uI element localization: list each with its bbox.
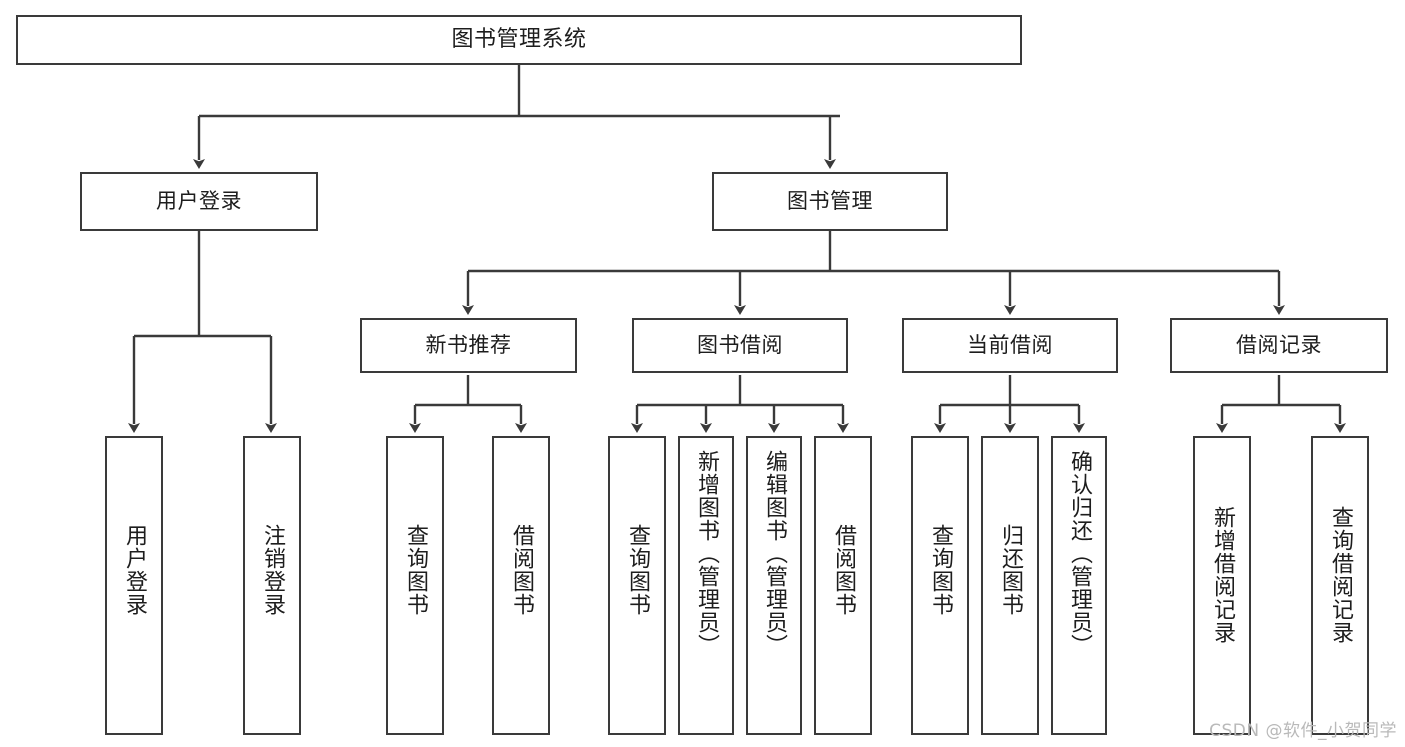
leaf-borrow-book-bb-label: 借阅图书	[830, 524, 856, 616]
node-new-book-recommend[interactable]: 新书推荐	[360, 318, 577, 373]
node-book-borrow[interactable]: 图书借阅	[632, 318, 848, 373]
leaf-logout-label: 注销登录	[259, 524, 285, 616]
leaf-edit-book-admin-label: 编辑图书（管理员）	[761, 450, 787, 657]
leaf-confirm-return-admin[interactable]: 确认归还（管理员）	[1051, 436, 1107, 735]
leaf-user-login-label: 用户登录	[121, 524, 147, 616]
leaf-add-borrow-record[interactable]: 新增借阅记录	[1193, 436, 1251, 735]
leaf-add-book-admin[interactable]: 新增图书（管理员）	[678, 436, 734, 735]
leaf-query-book-nb-label: 查询图书	[402, 524, 428, 616]
node-book-management-label: 图书管理	[787, 188, 873, 213]
node-root-label: 图书管理系统	[451, 26, 587, 52]
leaf-query-borrow-record[interactable]: 查询借阅记录	[1311, 436, 1369, 735]
node-new-book-recommend-label: 新书推荐	[425, 332, 512, 357]
leaf-query-borrow-record-label: 查询借阅记录	[1327, 506, 1353, 644]
node-book-borrow-label: 图书借阅	[697, 332, 783, 357]
leaf-query-book-bb-label: 查询图书	[624, 524, 650, 616]
node-borrow-record-label: 借阅记录	[1236, 332, 1322, 357]
leaf-user-login[interactable]: 用户登录	[105, 436, 163, 735]
leaf-query-book-nb[interactable]: 查询图书	[386, 436, 444, 735]
leaf-borrow-book-nb-label: 借阅图书	[508, 524, 534, 616]
leaf-return-book[interactable]: 归还图书	[981, 436, 1039, 735]
leaf-borrow-book-bb[interactable]: 借阅图书	[814, 436, 872, 735]
leaf-logout[interactable]: 注销登录	[243, 436, 301, 735]
node-borrow-record[interactable]: 借阅记录	[1170, 318, 1388, 373]
leaf-confirm-return-admin-label: 确认归还（管理员）	[1066, 450, 1092, 657]
node-book-management[interactable]: 图书管理	[712, 172, 948, 231]
leaf-query-book-cb[interactable]: 查询图书	[911, 436, 969, 735]
leaf-add-borrow-record-label: 新增借阅记录	[1209, 506, 1235, 644]
watermark: CSDN @软件_小贺同学	[1209, 721, 1397, 741]
leaf-query-book-bb[interactable]: 查询图书	[608, 436, 666, 735]
node-user-login-label: 用户登录	[156, 188, 242, 213]
leaf-query-book-cb-label: 查询图书	[927, 524, 953, 616]
node-current-borrow[interactable]: 当前借阅	[902, 318, 1118, 373]
leaf-add-book-admin-label: 新增图书（管理员）	[693, 450, 719, 657]
node-user-login[interactable]: 用户登录	[80, 172, 318, 231]
leaf-return-book-label: 归还图书	[997, 524, 1023, 616]
node-root[interactable]: 图书管理系统	[16, 15, 1022, 65]
leaf-edit-book-admin[interactable]: 编辑图书（管理员）	[746, 436, 802, 735]
leaf-borrow-book-nb[interactable]: 借阅图书	[492, 436, 550, 735]
node-current-borrow-label: 当前借阅	[967, 332, 1053, 357]
